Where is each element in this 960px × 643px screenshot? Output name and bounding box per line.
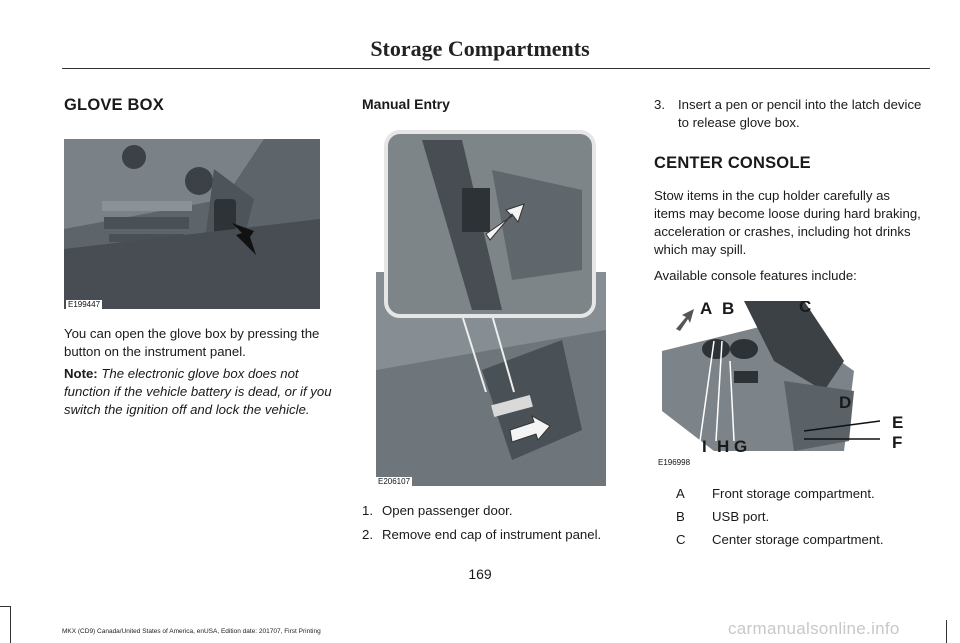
page-number: 169 xyxy=(468,566,492,582)
center-console-column: 3.Insert a pen or pencil into the latch … xyxy=(654,96,924,554)
center-console-description: Stow items in the cup holder carefully a… xyxy=(654,188,921,257)
manual-entry-steps: 1.Open passenger door. 2.Remove end cap … xyxy=(362,502,612,544)
center-console-heading: CENTER CONSOLE xyxy=(654,154,811,172)
list-item: 2.Remove end cap of instrument panel. xyxy=(362,527,602,542)
manual-entry-heading: Manual Entry xyxy=(362,96,450,112)
callout-label: B xyxy=(722,301,735,318)
list-item: 1.Open passenger door. xyxy=(362,503,513,518)
glove-box-column: GLOVE BOX E199447 You can open the glove… xyxy=(64,96,334,419)
note-label: Note: xyxy=(64,366,98,381)
center-console-figure: A B C D E F G H I E196998 xyxy=(654,301,910,471)
callout-label: D xyxy=(839,393,852,412)
callout-label: F xyxy=(892,433,903,452)
edition-footer: MKX (CD9) Canada/United States of Americ… xyxy=(62,628,321,635)
watermark: carmanualsonline.info xyxy=(728,619,900,638)
manual-entry-steps-continued: 3.Insert a pen or pencil into the latch … xyxy=(654,96,924,132)
manual-entry-figure: E206107 xyxy=(362,130,606,486)
callout-label: I xyxy=(702,437,707,456)
callout-label: A xyxy=(700,301,713,318)
glove-box-latch-illustration xyxy=(376,130,606,486)
crop-mark xyxy=(10,606,11,643)
callout-label: G xyxy=(734,437,748,456)
figure-code: E196998 xyxy=(656,458,693,467)
dashboard-illustration xyxy=(64,139,320,309)
figure-code: E199447 xyxy=(66,300,103,309)
note-text: The electronic glove box does not functi… xyxy=(64,366,332,417)
console-illustration xyxy=(662,301,881,451)
glove-box-heading: GLOVE BOX xyxy=(64,96,164,114)
callout-label: E xyxy=(892,413,904,432)
manual-entry-column: Manual Entry E206107 1.Open passenger do… xyxy=(362,96,612,550)
glove-box-description: You can open the glove box by pressing t… xyxy=(64,326,320,359)
figure-code: E206107 xyxy=(376,477,413,486)
glove-box-figure: E199447 xyxy=(64,139,320,309)
callout-label: H xyxy=(717,437,730,456)
crop-mark xyxy=(946,620,947,643)
page-title: Storage Compartments xyxy=(370,36,590,61)
center-console-intro: Available console features include: xyxy=(654,268,857,283)
callout-label: C xyxy=(799,301,812,316)
header-divider xyxy=(62,68,930,69)
crop-mark xyxy=(0,606,10,607)
glove-box-note: Note: The electronic glove box does not … xyxy=(64,365,334,419)
list-item: 3.Insert a pen or pencil into the latch … xyxy=(654,97,922,130)
